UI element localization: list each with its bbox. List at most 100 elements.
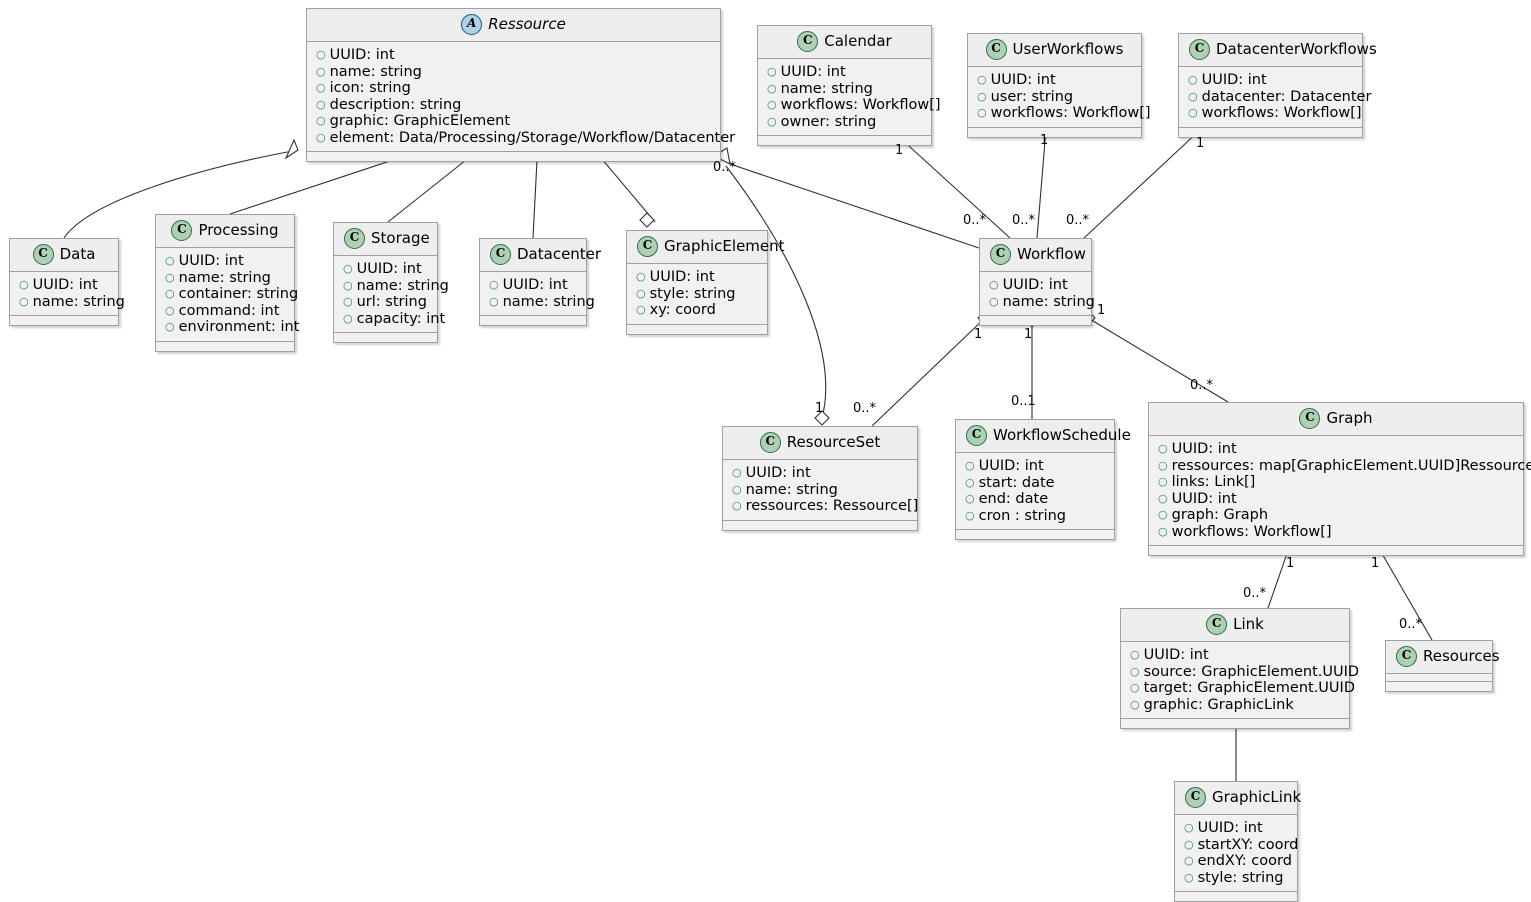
class-methods-storage [334,333,437,342]
attribute-row: ○capacity: int [343,311,445,328]
attribute-row: ○UUID: int [316,47,712,64]
attribute-text: UUID: int [1171,490,1237,507]
attribute-row: ○links: Link[] [1158,474,1515,491]
attribute-text: description: string [329,96,462,113]
visibility-public-icon: ○ [636,270,646,283]
class-icon: C [1189,39,1210,60]
attribute-text: graphic: GraphicLink [1143,696,1294,713]
multiplicity-label: 1 [1097,303,1106,318]
visibility-public-icon: ○ [1130,664,1140,678]
class-icon: C [171,220,193,241]
visibility-public-icon: ○ [316,114,326,127]
attribute-row: ○workflows: Workflow[] [1158,524,1515,541]
class-title-datacenterworkflows: DatacenterWorkflows [1216,40,1377,58]
visibility-public-icon: ○ [965,459,975,472]
class-attributes-ressource: ○UUID: int○name: string○icon: string○des… [307,42,735,152]
class-attributes-storage: ○UUID: int○name: string○url: string○capa… [334,256,449,333]
attribute-text: UUID: int [978,458,1044,474]
visibility-public-icon: ○ [19,278,29,291]
attribute-text: capacity: int [356,310,446,327]
visibility-public-icon: ○ [965,508,975,522]
class-attributes-graph: ○UUID: int○ressources: map[GraphicElemen… [1149,436,1531,546]
attribute-text: UUID: int [329,47,395,63]
attribute-text: environment: int [178,319,300,335]
class-methods-graphiclink [1175,892,1297,901]
class-methods-workflow [980,316,1091,325]
class-title-resources: Resources [1423,647,1500,665]
attribute-text: workflows: Workflow[] [780,97,941,113]
attribute-text: UUID: int [178,253,244,269]
class-attributes-graphicelement: ○UUID: int○style: string○xy: coord [627,264,767,325]
visibility-public-icon: ○ [732,499,742,512]
multiplicity-label: 0..* [1243,586,1267,601]
attribute-row: ○user: string [977,89,1133,106]
attribute-text: graphic: GraphicElement [329,113,511,129]
multiplicity-label: 1 [1196,136,1205,151]
visibility-public-icon: ○ [977,73,987,86]
class-icon: C [1206,614,1228,635]
attribute-row: ○UUID: int [1184,820,1289,837]
visibility-public-icon: ○ [732,466,742,479]
attribute-text: datacenter: Datacenter [1201,88,1372,105]
attribute-text: name: string [780,80,873,97]
attribute-text: links: Link[] [1171,474,1256,490]
visibility-public-icon: ○ [1188,73,1198,86]
class-methods-datacenter [480,316,586,325]
attribute-row: ○owner: string [767,114,923,131]
class-attributes-link: ○UUID: int○source: GraphicElement.UUID○t… [1121,642,1359,719]
attribute-text: UUID: int [649,269,715,285]
attribute-text: user: string [990,88,1074,105]
visibility-public-icon: ○ [489,278,499,291]
edge-calendar-to-workflow [898,136,1011,239]
visibility-public-icon: ○ [1130,697,1140,711]
multiplicity-label: 1 [974,327,983,342]
class-attributes-datacenterworkflows: ○UUID: int○datacenter: Datacenter○workfl… [1179,67,1371,128]
attribute-row: ○style: string [636,286,759,303]
class-methods-workflowschedule [956,530,1114,539]
multiplicity-label: 0..* [853,401,877,416]
class-attributes-data: ○UUID: int○name: string [10,272,125,316]
visibility-public-icon: ○ [732,482,742,496]
attribute-text: ressources: map[GraphicElement.UUID]Ress… [1171,457,1531,474]
class-methods-data [10,316,118,325]
class-icon: C [1185,787,1206,808]
visibility-public-icon: ○ [1184,854,1194,867]
attribute-text: target: GraphicElement.UUID [1143,680,1355,696]
multiplicity-label: 0..* [1066,213,1090,228]
attribute-row: ○UUID: int [1130,647,1341,664]
attribute-text: UUID: int [990,72,1056,88]
attribute-text: xy: coord [649,302,716,318]
attribute-text: owner: string [780,113,877,130]
visibility-public-icon: ○ [343,262,353,275]
attribute-row: ○url: string [343,294,429,311]
class-title-ressource: Ressource [488,15,566,33]
visibility-public-icon: ○ [316,97,326,111]
visibility-public-icon: ○ [977,106,987,119]
class-box-datacenterworkflows[interactable]: C DatacenterWorkflows ○UUID: int○datacente… [1178,33,1377,138]
attribute-row: ○UUID: int [19,277,110,294]
class-attributes-calendar: ○UUID: int○name: string○workflows: Workf… [758,59,941,136]
class-attributes-graphiclink: ○UUID: int○startXY: coord○endXY: coord○s… [1175,815,1298,892]
visibility-public-icon: ○ [636,303,646,316]
attribute-text: ressources: Ressource[] [745,498,919,514]
visibility-public-icon: ○ [1158,475,1168,488]
attribute-text: source: GraphicElement.UUID [1143,663,1360,680]
